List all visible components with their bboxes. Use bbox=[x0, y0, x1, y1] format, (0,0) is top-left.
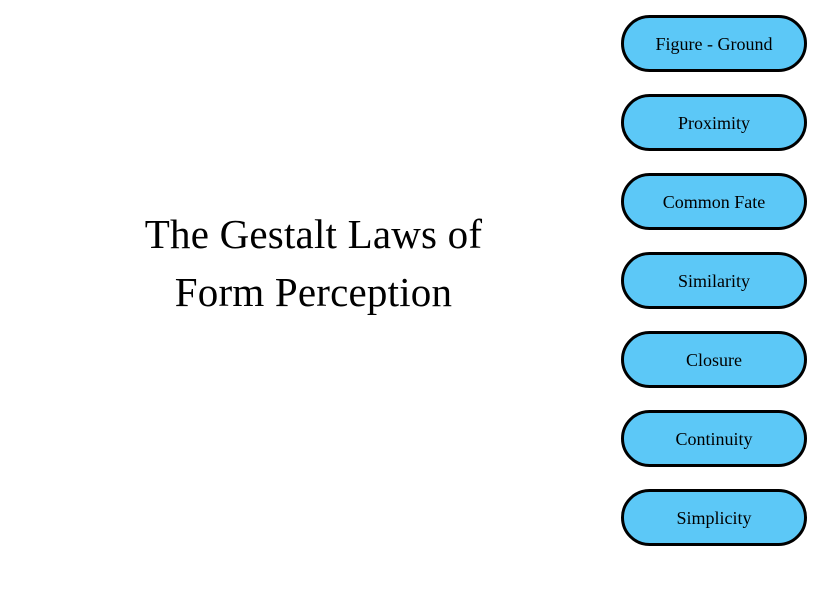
gestalt-laws-list: Figure - Ground Proximity Common Fate Si… bbox=[621, 15, 807, 546]
law-pill-label: Figure - Ground bbox=[655, 33, 773, 54]
law-pill-label: Proximity bbox=[677, 112, 750, 133]
law-pill-label: Continuity bbox=[675, 428, 753, 449]
law-pill-continuity[interactable]: Continuity bbox=[621, 410, 807, 467]
law-pill-proximity[interactable]: Proximity bbox=[621, 94, 807, 151]
page-title-line-1: The Gestalt Laws of bbox=[144, 211, 483, 257]
page-title: The Gestalt Laws of Form Perception bbox=[40, 205, 587, 321]
law-pill-label: Closure bbox=[686, 349, 742, 370]
law-pill-label: Simplicity bbox=[676, 507, 752, 528]
law-pill-similarity[interactable]: Similarity bbox=[621, 252, 807, 309]
law-pill-simplicity[interactable]: Simplicity bbox=[621, 489, 807, 546]
law-pill-common-fate[interactable]: Common Fate bbox=[621, 173, 807, 230]
law-pill-label: Common Fate bbox=[662, 191, 766, 212]
law-pill-closure[interactable]: Closure bbox=[621, 331, 807, 388]
law-pill-label: Similarity bbox=[678, 270, 750, 291]
law-pill-figure-ground[interactable]: Figure - Ground bbox=[621, 15, 807, 72]
page-title-line-2: Form Perception bbox=[174, 269, 453, 315]
